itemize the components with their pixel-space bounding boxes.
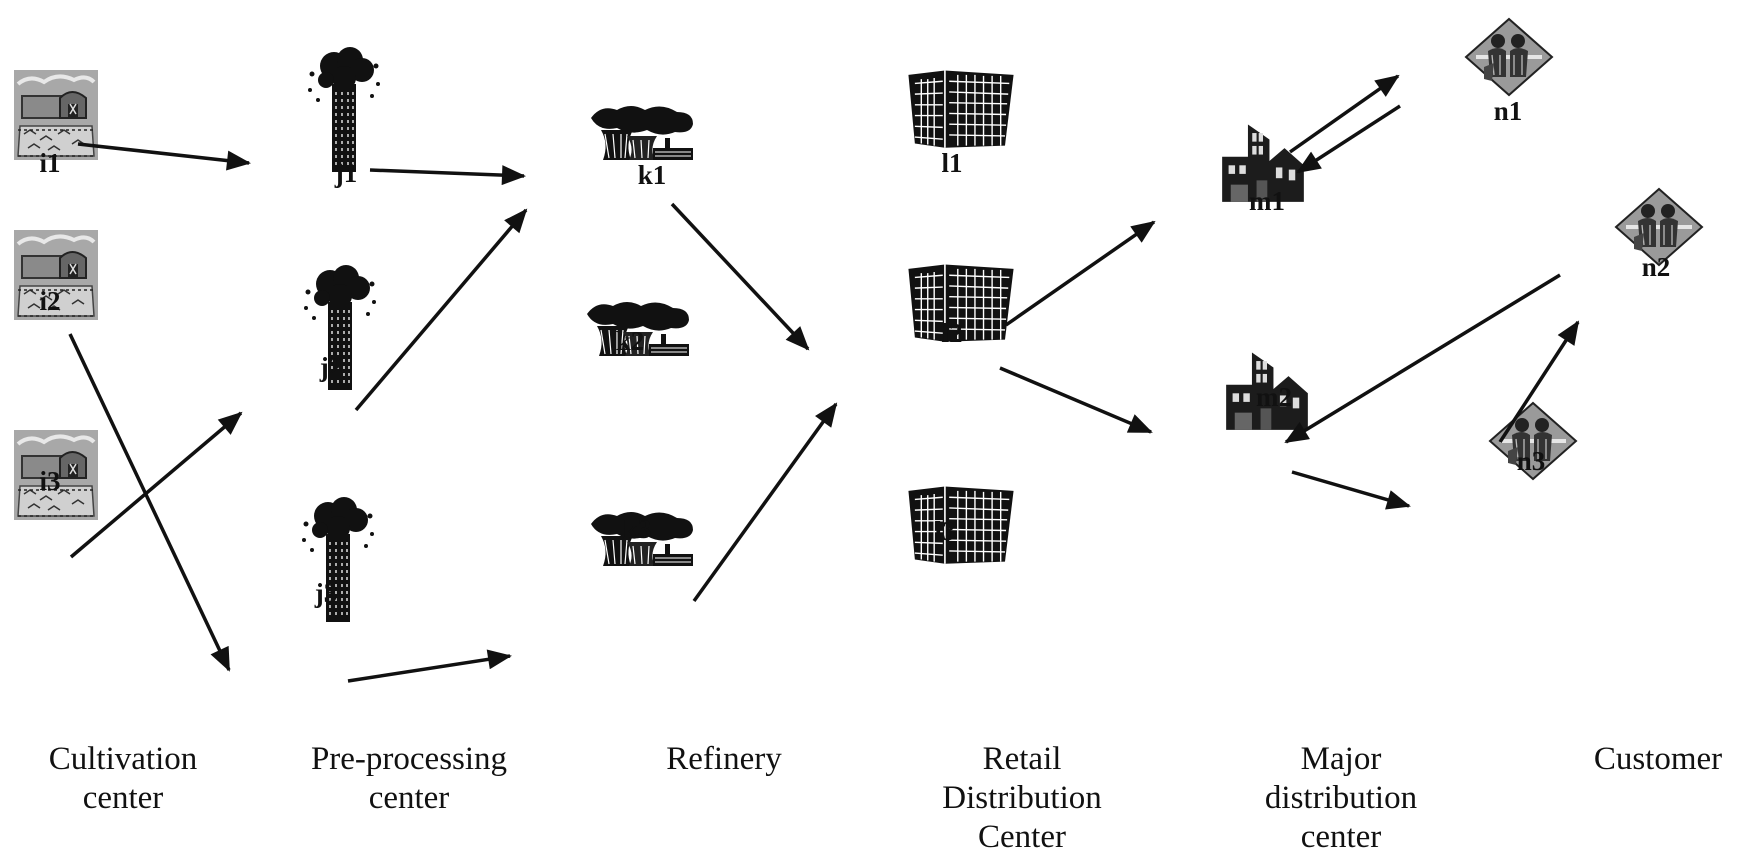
stage-label-line: Major bbox=[1300, 741, 1382, 777]
edge-j2-to-k1 bbox=[354, 208, 528, 412]
node-label-l1: l1 bbox=[941, 148, 963, 178]
stage-label-line: Cultivation bbox=[48, 741, 198, 777]
node-label-l2: l2 bbox=[941, 318, 963, 348]
stage-label-line: center bbox=[82, 780, 164, 816]
node-label-k2: k2 bbox=[615, 326, 645, 356]
edge-n3-to-n2 bbox=[1498, 320, 1580, 443]
edge-i1-to-j1 bbox=[77, 142, 251, 171]
stage-label-cultivation: Cultivation center bbox=[0, 740, 248, 818]
edge-k3-to-l2 bbox=[692, 402, 838, 603]
node-label-m2: m2 bbox=[1256, 382, 1292, 412]
stage-label-customer: Customer bbox=[1533, 740, 1750, 779]
customer-group-icon bbox=[1466, 19, 1552, 95]
node-label-j3: j3 bbox=[314, 578, 338, 608]
stage-label-line: Refinery bbox=[666, 741, 782, 777]
stage-label-refinery: Refinery bbox=[599, 740, 849, 779]
stage-label-line: Customer bbox=[1593, 741, 1723, 777]
stage-label-line: distribution bbox=[1264, 780, 1418, 816]
smokestack-icon bbox=[301, 496, 375, 623]
edge-i3-to-j2 bbox=[69, 411, 243, 559]
office-building-icon bbox=[907, 485, 1015, 565]
node-label-i3: i3 bbox=[39, 466, 61, 496]
node-label-k1: k1 bbox=[637, 160, 667, 190]
edge-j3-to-k3 bbox=[347, 649, 512, 683]
edge-m2-to-n3 bbox=[1291, 470, 1411, 510]
edge-i2-to-j3 bbox=[68, 333, 231, 672]
stage-label-line: center bbox=[1300, 819, 1382, 855]
stage-label-preprocessing: Pre-processing center bbox=[284, 740, 534, 818]
edge-l2-to-m2 bbox=[999, 366, 1153, 434]
edge-j1-to-k1 bbox=[369, 165, 526, 186]
stage-label-line: Retail bbox=[982, 741, 1062, 777]
node-label-i1: i1 bbox=[39, 148, 61, 178]
node-label-n3: n3 bbox=[1516, 446, 1546, 476]
stage-label-retail: Retail Distribution Center bbox=[897, 740, 1147, 857]
edge-l2-to-m1 bbox=[1005, 220, 1156, 327]
stage-label-major: Major distribution center bbox=[1216, 740, 1466, 857]
node-label-j2: j2 bbox=[319, 352, 343, 382]
node-label-n2: n2 bbox=[1641, 252, 1671, 282]
stage-label-line: Distribution bbox=[942, 780, 1102, 816]
node-label-k3: k3 bbox=[622, 514, 652, 544]
node-label-n1: n1 bbox=[1493, 96, 1523, 126]
node-label-l3: l3 bbox=[934, 516, 956, 546]
stage-label-line: center bbox=[368, 780, 450, 816]
cooling-tower-icon bbox=[590, 105, 694, 161]
node-label-j1: j1 bbox=[334, 158, 358, 188]
node-label-i2: i2 bbox=[39, 286, 61, 316]
smokestack-icon bbox=[307, 46, 381, 173]
edge-n1-to-m1 bbox=[1296, 104, 1401, 174]
stage-label-line: Center bbox=[978, 819, 1066, 855]
edge-k1-to-l2 bbox=[670, 202, 810, 351]
edge-m1-to-n1 bbox=[1288, 74, 1400, 154]
stage-label-line: Pre-processing bbox=[310, 741, 508, 777]
edge-n2-to-m2 bbox=[1284, 273, 1561, 444]
office-building-icon bbox=[907, 69, 1015, 149]
node-label-m1: m1 bbox=[1249, 186, 1285, 216]
